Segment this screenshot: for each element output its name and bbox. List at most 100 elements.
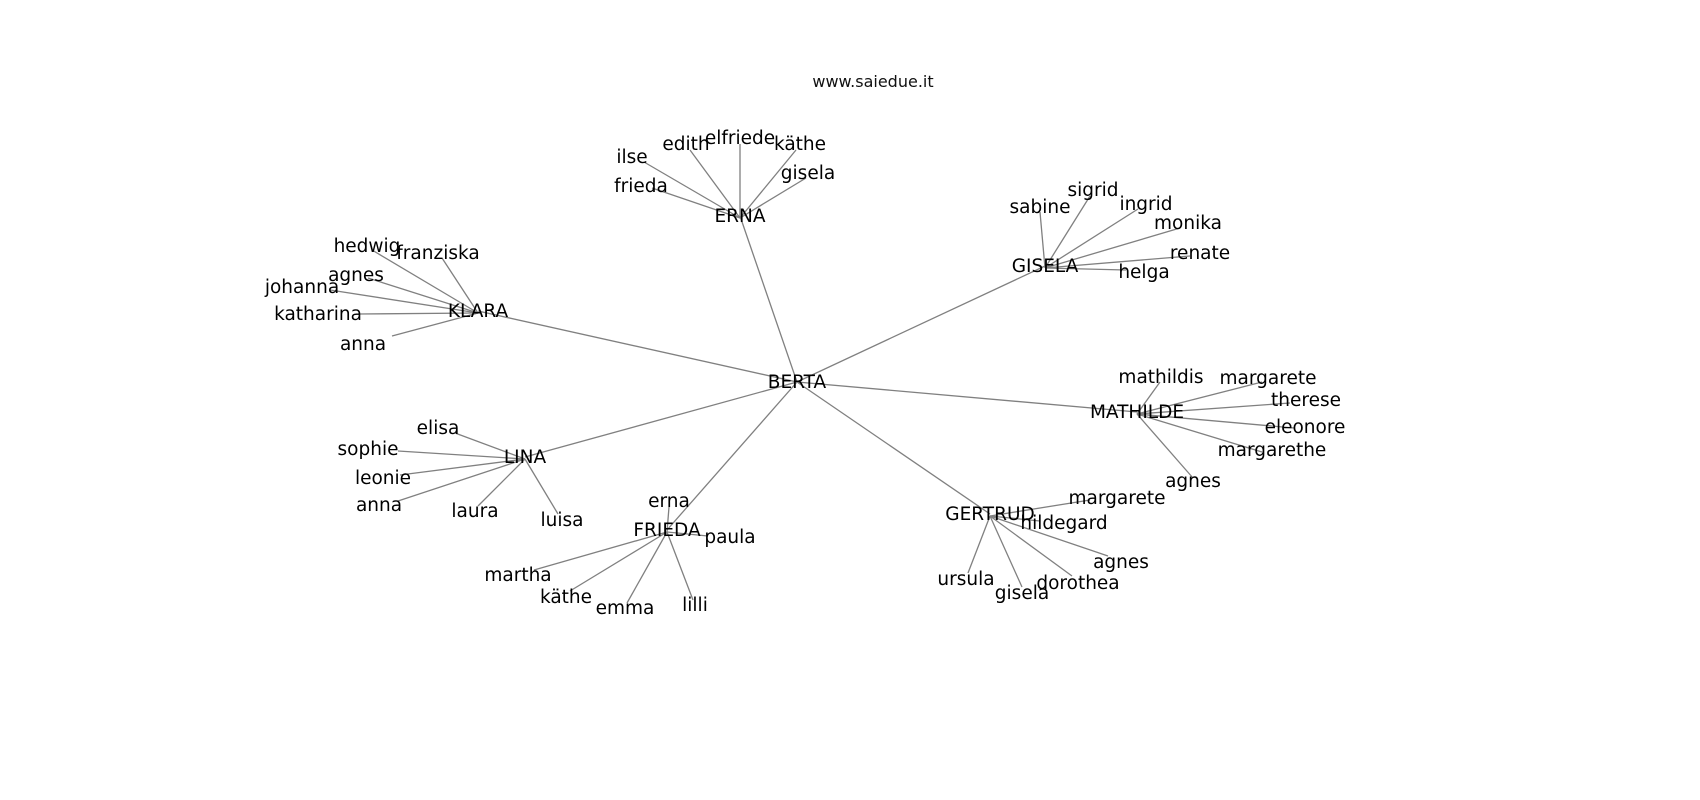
- edge-gisela-2: [1044, 208, 1139, 269]
- edge-erna-5: [651, 187, 741, 219]
- edge-lina-2: [399, 458, 526, 476]
- leaf-node-label: luisa: [541, 510, 584, 531]
- edge-mathilde-2: [1136, 402, 1291, 415]
- edge-frieda-3: [569, 531, 668, 592]
- leaf-node-label: emma: [596, 598, 655, 619]
- leaf-node-label: helga: [1118, 262, 1169, 283]
- edge-lina-3: [397, 458, 526, 502]
- edge-klara-1: [441, 257, 479, 314]
- edge-lina-4: [477, 458, 526, 507]
- leaf-node-label: sigrid: [1067, 180, 1118, 201]
- edge-root-frieda: [666, 381, 798, 531]
- edge-erna-1: [689, 149, 741, 219]
- leaf-node-label: agnes: [1165, 471, 1221, 492]
- leaf-node-label: hedwig: [334, 236, 401, 257]
- leaf-node-label: edith: [662, 134, 709, 155]
- edge-klara-2: [367, 277, 479, 314]
- edge-klara-0: [371, 249, 479, 314]
- edge-frieda-4: [626, 531, 668, 604]
- edge-gertrud-1: [989, 515, 1041, 522]
- edge-lina-0: [454, 432, 526, 460]
- edge-gertrud-5: [989, 515, 1073, 577]
- leaf-node-label: renate: [1170, 243, 1230, 264]
- leaf-node-label: franziska: [396, 243, 479, 264]
- leaf-node-label: käthe: [774, 134, 826, 155]
- edge-mathilde-3: [1136, 413, 1295, 429]
- edge-gertrud-3: [967, 515, 991, 574]
- edge-lina-5: [524, 458, 559, 515]
- edge-root-mathilde: [796, 381, 1138, 413]
- leaf-node-label: agnes: [328, 265, 384, 286]
- leaf-node-label: anna: [340, 334, 386, 355]
- leaf-node-label: margarete: [1069, 488, 1166, 509]
- edge-root-erna: [739, 215, 798, 383]
- group-node-label-erna: ERNA: [714, 206, 765, 227]
- leaf-node-label: sophie: [338, 439, 399, 460]
- leaf-node-label: käthe: [540, 587, 592, 608]
- edge-gertrud-0: [989, 499, 1091, 517]
- edge-erna-4: [739, 177, 807, 219]
- edge-lina-1: [397, 450, 526, 460]
- edge-root-klara: [477, 310, 798, 383]
- edge-frieda-0: [666, 506, 670, 533]
- leaf-node-label: lilli: [682, 595, 708, 616]
- leaf-node-label: dorothea: [1036, 573, 1119, 594]
- leaf-node-label: elisa: [417, 418, 460, 439]
- group-node-label-gertrud: GERTRUD: [945, 504, 1034, 525]
- leaf-node-label: agnes: [1093, 552, 1149, 573]
- edge-frieda-5: [666, 531, 694, 601]
- edge-klara-3: [329, 289, 479, 314]
- edge-gisela-5: [1044, 267, 1127, 271]
- leaf-node-label: mathildis: [1118, 367, 1203, 388]
- edge-erna-3: [739, 149, 797, 219]
- edge-mathilde-1: [1136, 381, 1263, 415]
- leaf-node-label: margarete: [1220, 368, 1317, 389]
- edge-frieda-1: [666, 531, 709, 537]
- leaf-node-label: eleonore: [1265, 417, 1346, 438]
- edges-layer: [329, 144, 1295, 604]
- site-watermark: www.saiedue.it: [812, 72, 934, 91]
- leaf-node-label: martha: [484, 565, 551, 586]
- leaf-node-label: anna: [356, 495, 402, 516]
- edge-gisela-4: [1044, 255, 1191, 269]
- leaf-node-label: hildegard: [1020, 513, 1107, 534]
- edge-gertrud-2: [989, 515, 1109, 557]
- edge-frieda-2: [533, 531, 668, 571]
- group-node-label-frieda: FRIEDA: [633, 520, 701, 541]
- edge-gertrud-4: [989, 515, 1023, 588]
- leaf-node-label: gisela: [781, 163, 835, 184]
- leaf-node-label: monika: [1154, 213, 1222, 234]
- edge-mathilde-0: [1136, 381, 1161, 415]
- edge-mathilde-5: [1136, 413, 1194, 479]
- edge-root-lina: [524, 381, 798, 458]
- edge-root-gisela: [796, 265, 1046, 383]
- leaf-node-label: leonie: [355, 468, 411, 489]
- leaf-node-label: laura: [451, 501, 498, 522]
- edge-root-gertrud: [796, 381, 991, 515]
- leaf-node-label: ilse: [616, 147, 647, 168]
- edge-gisela-3: [1044, 227, 1181, 269]
- group-node-label-gisela: GISELA: [1012, 256, 1079, 277]
- labels-layer: BERTAERNAilseedithelfriedekäthegiselafri…: [264, 128, 1346, 619]
- edge-klara-5: [391, 312, 479, 337]
- leaf-node-label: paula: [704, 527, 755, 548]
- leaf-node-label: erna: [648, 491, 690, 512]
- leaf-node-label: ingrid: [1119, 194, 1172, 215]
- edge-mathilde-4: [1136, 413, 1263, 453]
- leaf-node-label: sabine: [1010, 197, 1071, 218]
- leaf-node-label: elfriede: [705, 128, 775, 149]
- edge-klara-4: [357, 312, 479, 315]
- leaf-node-label: gisela: [995, 583, 1049, 604]
- leaf-node-label: johanna: [264, 277, 339, 298]
- leaf-node-label: margarethe: [1218, 440, 1327, 461]
- root-node-label: BERTA: [768, 372, 827, 393]
- leaf-node-label: frieda: [614, 176, 668, 197]
- edge-gisela-0: [1039, 211, 1046, 269]
- group-node-label-klara: KLARA: [448, 301, 509, 322]
- group-node-label-lina: LINA: [504, 447, 547, 468]
- leaf-node-label: ursula: [937, 569, 994, 590]
- edge-erna-0: [643, 161, 741, 219]
- edge-gisela-1: [1044, 195, 1091, 269]
- leaf-node-label: katharina: [274, 304, 362, 325]
